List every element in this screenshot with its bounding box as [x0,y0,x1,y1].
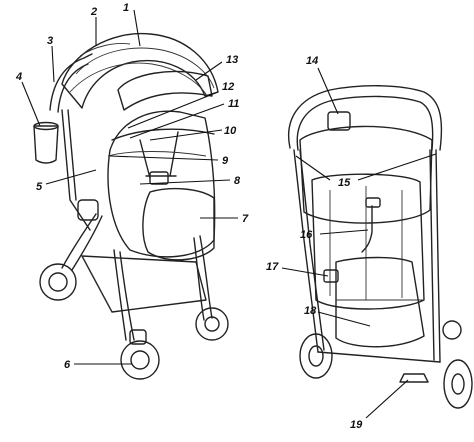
fold-latch [323,269,339,283]
front-view-stroller [33,32,229,380]
callout-18: 18 [304,305,317,317]
callout-17: 17 [266,261,279,273]
callout-3: 3 [47,35,53,47]
rear-handlebar [288,85,443,151]
front-wheel-left [39,263,77,301]
rear-wheel-left-side [299,333,333,379]
cup-holder [33,125,59,164]
callout-2: 2 [90,6,97,18]
front-basket [81,255,207,313]
recline-strap [361,205,373,253]
rear-view-stroller [288,85,473,409]
handlebar [49,53,93,111]
front-wheel-right [120,329,160,380]
callout-14: 14 [306,55,318,67]
canopy [61,32,219,109]
callout-19: 19 [350,419,363,431]
callout-numbers: 1 2 3 4 5 6 7 8 9 10 11 12 13 14 15 16 1… [15,2,363,431]
callout-6: 6 [64,359,71,371]
canopy-mesh-window [117,70,213,111]
front-wheel-rear-view [442,320,462,340]
callout-8: 8 [234,175,241,187]
bumper-bar [111,128,215,141]
callout-16: 16 [300,229,313,241]
callout-1: 1 [123,2,129,14]
rear-wheel-left [195,307,229,341]
canopy-pocket [327,111,351,131]
seat-back-rear [311,173,425,310]
leader-lines [21,9,437,419]
callout-13: 13 [226,54,238,66]
callout-10: 10 [224,125,237,137]
callout-9: 9 [222,155,229,167]
brake-pedal [399,373,429,383]
callout-12: 12 [222,81,234,93]
callout-4: 4 [15,71,22,83]
callout-5: 5 [36,181,43,193]
callout-15: 15 [338,177,351,189]
callout-11: 11 [228,98,239,110]
boot-cover [142,187,215,261]
rear-wheel-right-side [443,359,473,409]
rear-basket [335,256,425,348]
callout-7: 7 [242,213,249,225]
